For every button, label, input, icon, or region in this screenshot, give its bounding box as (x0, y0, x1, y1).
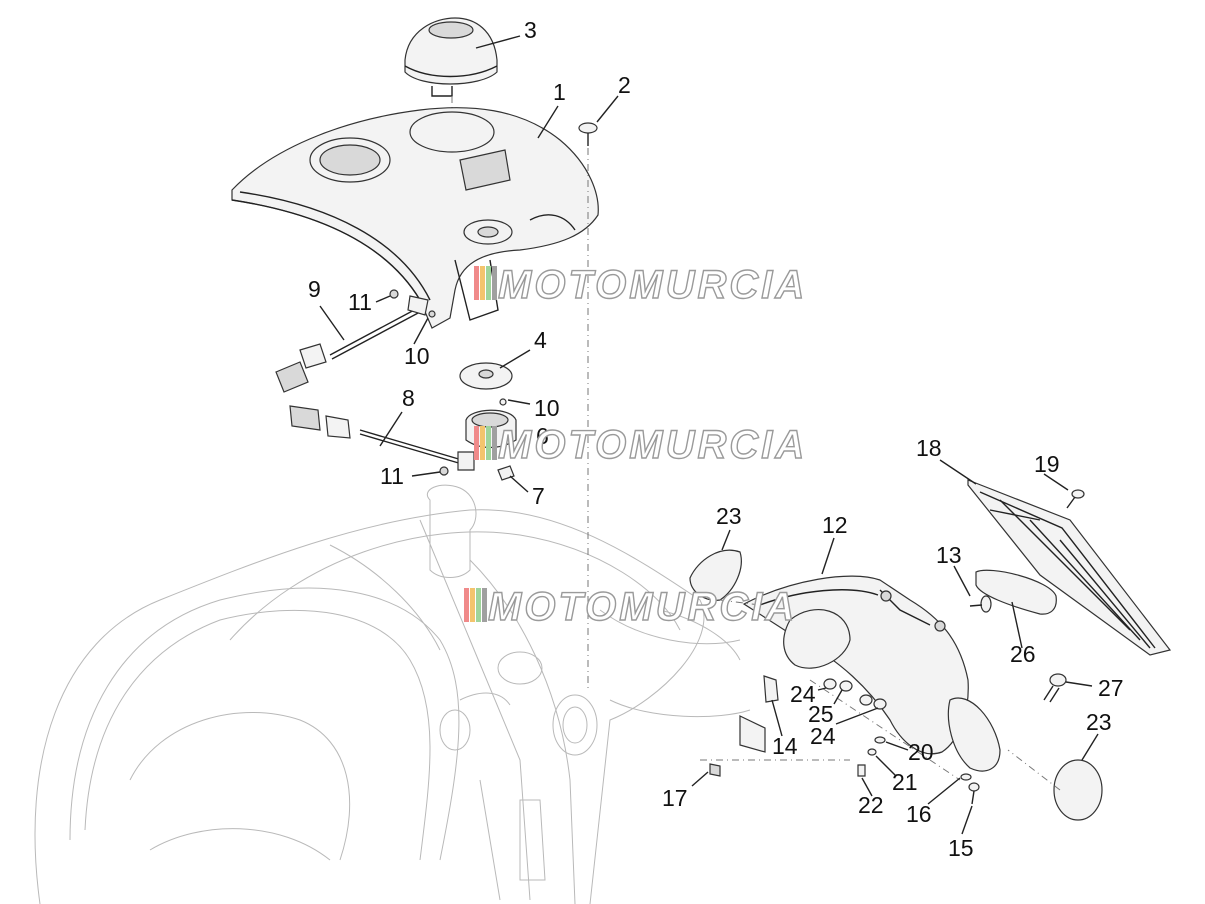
label-part-23b: 23 (1086, 709, 1112, 735)
part-cover (231, 107, 599, 329)
watermark-text: MOTOMURCIA (488, 585, 797, 629)
label-part-9: 9 (308, 276, 321, 302)
part-screw-2 (578, 122, 598, 146)
part-reflector-23a (689, 549, 742, 601)
label-part-24b: 24 (810, 723, 836, 749)
part-bulb-20-22 (857, 736, 886, 777)
part-bolt-27 (1043, 673, 1067, 703)
label-part-10a: 10 (404, 343, 430, 369)
part-license-plate-18 (967, 479, 1172, 656)
part-screw-13 (969, 595, 992, 613)
label-part-2: 2 (618, 72, 631, 98)
label-part-11a: 11 (348, 289, 372, 315)
label-part-10b: 10 (534, 395, 560, 421)
label-part-4: 4 (534, 327, 547, 353)
part-number-labels: 3 1 2 9 11 10 4 8 10 6 11 7 23 12 18 19 … (308, 17, 1124, 861)
part-cable-8 (289, 405, 475, 471)
label-part-17: 17 (662, 785, 688, 811)
part-cable-9 (275, 295, 429, 393)
watermark-2: MOTOMURCIA (474, 422, 807, 468)
watermark-1: MOTOMURCIA (474, 262, 807, 308)
part-screw-19 (1066, 489, 1085, 509)
part-washers-24-25 (823, 678, 887, 710)
part-disc-4 (459, 362, 513, 390)
label-part-15: 15 (948, 835, 974, 861)
label-part-20: 20 (908, 739, 934, 765)
part-reflector-26 (975, 569, 1057, 615)
scooter-frame-body (34, 484, 751, 904)
part-clip-14 (763, 675, 779, 703)
leader-lines (319, 35, 1099, 835)
label-part-12: 12 (822, 512, 848, 538)
label-part-8: 8 (402, 385, 415, 411)
label-part-27: 27 (1098, 675, 1124, 701)
part-nut-11a (389, 289, 399, 299)
part-screw-10a (428, 310, 436, 318)
label-part-13: 13 (936, 542, 962, 568)
label-part-21: 21 (892, 769, 918, 795)
label-part-16: 16 (906, 801, 932, 827)
part-light-housing (739, 715, 766, 753)
watermark-3: MOTOMURCIA (464, 584, 797, 630)
label-part-23a: 23 (716, 503, 742, 529)
label-part-1: 1 (553, 79, 566, 105)
label-part-11b: 11 (380, 463, 404, 489)
part-cap (404, 17, 498, 97)
part-screw-10b (499, 398, 507, 406)
label-part-18: 18 (916, 435, 942, 461)
part-screw-15-16 (960, 773, 980, 805)
part-fender-bottom (947, 697, 1001, 772)
label-part-26: 26 (1010, 641, 1036, 667)
label-part-7: 7 (532, 483, 545, 509)
part-clip-17 (709, 763, 721, 777)
label-part-22: 22 (858, 792, 884, 818)
watermark-text: MOTOMURCIA (498, 263, 807, 307)
watermark-text: MOTOMURCIA (498, 423, 807, 467)
label-part-24a: 24 (790, 681, 816, 707)
part-nut-11b (439, 466, 449, 476)
part-reflector-23b (1053, 759, 1103, 821)
label-part-19: 19 (1034, 451, 1060, 477)
label-part-6: 6 (536, 423, 549, 449)
label-part-14: 14 (772, 733, 798, 759)
label-part-25: 25 (808, 701, 834, 727)
label-part-3: 3 (524, 17, 537, 43)
